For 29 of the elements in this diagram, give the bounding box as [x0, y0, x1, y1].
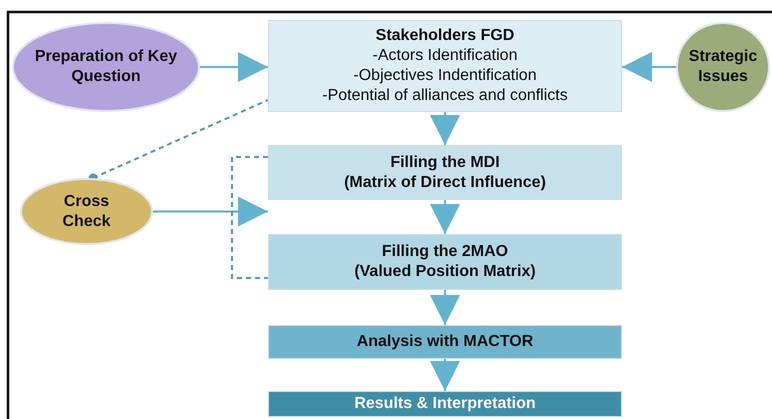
block-arrow: [430, 290, 460, 325]
node-title: Preparation of Key Question: [34, 47, 178, 87]
node-text: (Matrix of Direct Influence): [344, 172, 546, 192]
node-title: Filling the 2MAO: [382, 242, 508, 262]
node-text: -Actors Identification: [372, 46, 518, 66]
process-box: [268, 234, 622, 290]
block-arrow: [430, 200, 460, 234]
block-arrow: [622, 52, 676, 82]
process-box: [268, 20, 622, 112]
block-arrow: [200, 52, 268, 82]
ellipse-node: [20, 178, 153, 245]
ellipse-node: [676, 22, 770, 112]
ellipse-node: [12, 22, 200, 112]
node-title: Stakeholders FGD: [376, 26, 514, 46]
node-title: Results & Interpretation: [354, 394, 536, 414]
block-arrow: [153, 196, 268, 226]
block-arrow: [430, 359, 460, 391]
node-title: Filling the MDI: [390, 152, 500, 172]
process-box: [268, 391, 622, 417]
node-text: -Objectives Indentification: [353, 66, 537, 86]
node-title: Cross Check: [61, 192, 112, 232]
node-text: -Potential of alliances and conflicts: [322, 86, 568, 106]
node-title: Analysis with MACTOR: [356, 332, 534, 352]
node-title: Strategic Issues: [688, 47, 758, 87]
node-text: (Valued Position Matrix): [354, 262, 536, 282]
process-box: [268, 325, 622, 359]
process-box: [268, 145, 622, 200]
block-arrow: [430, 112, 460, 145]
dashed-connector: [231, 156, 268, 279]
